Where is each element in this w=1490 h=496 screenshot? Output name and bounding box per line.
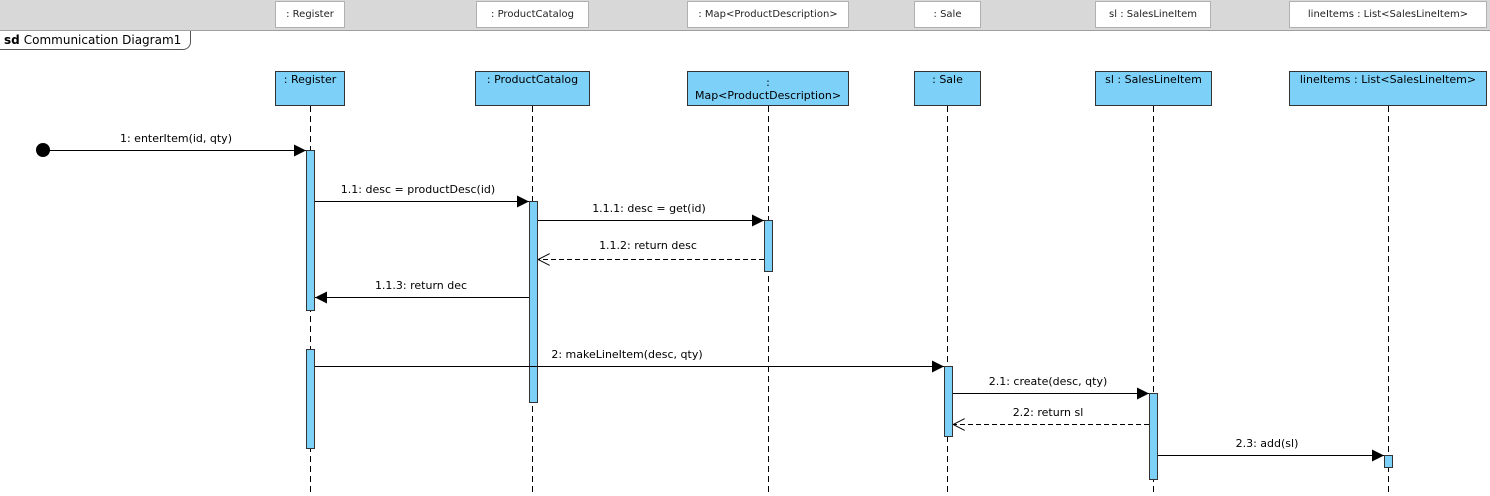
- activation-register-1: [306, 150, 315, 311]
- lifeline-head-map-line1: :: [766, 76, 770, 89]
- message-2-1-label: 2.1: create(desc, qty): [989, 375, 1108, 388]
- frame-name: Communication Diagram1: [23, 33, 182, 47]
- lifeline-head-register[interactable]: : Register: [275, 71, 345, 106]
- activation-saleslineitem: [1149, 393, 1158, 480]
- message-2-3-label: 2.3: add(sl): [1236, 437, 1299, 450]
- lifeline-head-productcatalog[interactable]: : ProductCatalog: [475, 71, 590, 106]
- activation-map: [764, 220, 773, 272]
- message-1-1-3-label: 1.1.3: return dec: [375, 279, 467, 292]
- header-bar: : Register : ProductCatalog : Map<Produc…: [0, 0, 1490, 31]
- message-1-1-1-label: 1.1.1: desc = get(id): [592, 202, 706, 215]
- header-cell-productcatalog[interactable]: : ProductCatalog: [476, 1, 589, 28]
- lifeline-head-map[interactable]: : Map<ProductDescription>: [687, 71, 849, 106]
- header-cell-register[interactable]: : Register: [275, 1, 345, 28]
- header-cell-saleslineitem[interactable]: sl : SalesLineItem: [1095, 1, 1211, 28]
- lifeline-head-sale[interactable]: : Sale: [914, 71, 981, 106]
- frame-keyword: sd: [4, 33, 20, 47]
- activation-lineitems: [1384, 455, 1393, 468]
- header-cell-map[interactable]: : Map<ProductDescription>: [687, 1, 849, 28]
- message-2-label: 2: makeLineItem(desc, qty): [551, 348, 702, 361]
- lifeline-head-lineitems[interactable]: lineItems : List<SalesLineItem>: [1289, 71, 1487, 106]
- lifeline-head-map-line2: Map<ProductDescription>: [694, 89, 842, 102]
- activation-productcatalog: [529, 201, 538, 403]
- header-cell-sale[interactable]: : Sale: [914, 1, 981, 28]
- header-cell-lineitems[interactable]: lineItems : List<SalesLineItem>: [1289, 1, 1487, 28]
- message-1-1-2-label: 1.1.2: return desc: [599, 239, 697, 252]
- lifeline-head-saleslineitem[interactable]: sl : SalesLineItem: [1095, 71, 1212, 106]
- activation-sale: [944, 366, 953, 437]
- message-1-label: 1: enterItem(id, qty): [120, 132, 232, 145]
- activation-register-2: [306, 349, 315, 449]
- message-1-1-label: 1.1: desc = productDesc(id): [341, 183, 495, 196]
- message-2-2-label: 2.2: return sl: [1013, 406, 1084, 419]
